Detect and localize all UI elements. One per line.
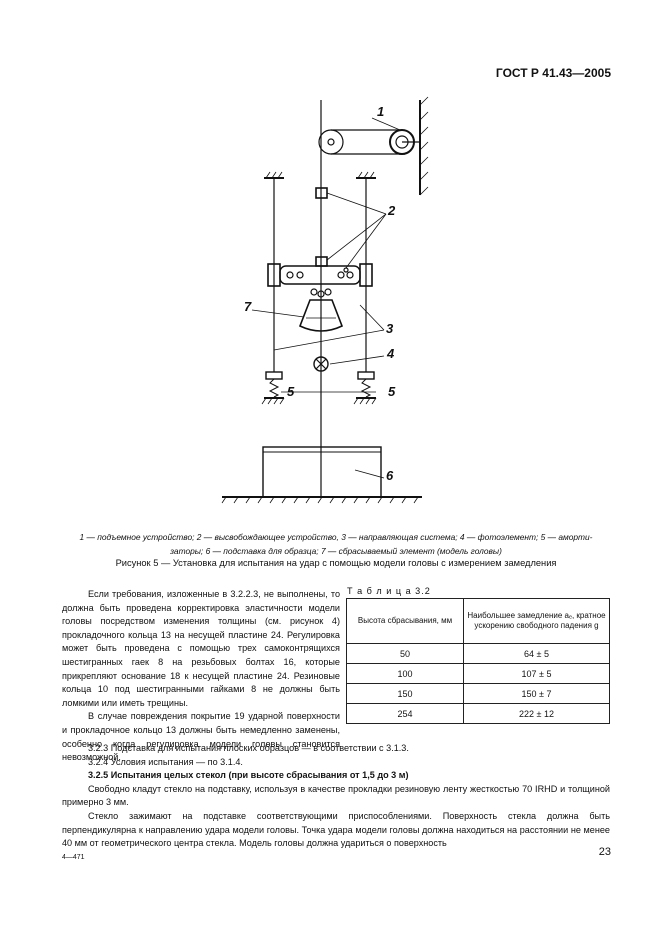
label-1: 1 <box>377 104 384 119</box>
section-body: 3.2.3 Подставка для испытания плоских об… <box>62 742 610 851</box>
table-header-row: Высота сбрасывания, мм Наибольшее замедл… <box>346 598 610 644</box>
legend-line-2: заторы; 6 — подставка для образца; 7 — с… <box>170 546 502 556</box>
paragraph-clamping: Стекло зажимают на подставке соответству… <box>62 810 610 849</box>
table-row: 150 150 ± 7 <box>346 683 610 704</box>
footer-code: 4—471 <box>62 854 85 861</box>
label-7: 7 <box>244 299 252 314</box>
table-row: 100 107 ± 5 <box>346 663 610 684</box>
label-3: 3 <box>386 321 394 336</box>
cell-height: 100 <box>346 663 464 684</box>
cell-height: 150 <box>346 683 464 704</box>
label-4: 4 <box>386 346 395 361</box>
label-5-right: 5 <box>388 384 396 399</box>
label-6: 6 <box>386 468 394 483</box>
section-3-2-3: 3.2.3 Подставка для испытания плоских об… <box>88 743 409 753</box>
label-2: 2 <box>387 203 396 218</box>
document-id: ГОСТ Р 41.43—2005 <box>495 66 611 80</box>
paragraph-placement: Свободно кладут стекло на подставку, исп… <box>62 783 610 808</box>
table-row: 50 64 ± 5 <box>346 643 610 664</box>
paragraph-elasticity: Если требования, изложенные в 3.2.2.3, н… <box>62 589 340 708</box>
cell-decel: 107 ± 5 <box>463 663 610 684</box>
cell-decel: 64 ± 5 <box>463 643 610 664</box>
col-decel-header: Наибольшее замедление aₑ, кратное ускоре… <box>463 598 610 644</box>
page-number: 23 <box>598 846 611 858</box>
cell-height: 50 <box>346 643 464 664</box>
section-3-2-5-heading: 3.2.5 Испытания целых стекол (при высоте… <box>88 770 409 781</box>
label-5-left: 5 <box>287 384 295 399</box>
cell-decel: 150 ± 7 <box>463 683 610 704</box>
section-3-2-4: 3.2.4 Условия испытания — по 3.1.4. <box>88 756 243 767</box>
legend-line-1: 1 — подъемное устройство; 2 — высвобожда… <box>79 532 593 542</box>
col-height-header: Высота сбрасывания, мм <box>346 598 464 644</box>
paragraph-damage: В случае повреждения покрытие 19 ударной… <box>62 711 340 763</box>
deceleration-table: Высота сбрасывания, мм Наибольшее замедл… <box>346 598 610 724</box>
cell-height: 254 <box>346 703 464 724</box>
figure-legend: 1 — подъемное устройство; 2 — высвобожда… <box>62 530 610 558</box>
left-column-text: Если требования, изложенные в 3.2.2.3, н… <box>62 588 340 765</box>
cell-decel: 222 ± 12 <box>463 703 610 724</box>
table-row: 254 222 ± 12 <box>346 703 610 724</box>
figure-caption: Рисунок 5 — Установка для испытания на у… <box>115 558 557 568</box>
test-rig-figure: 1 2 3 4 5 5 6 7 <box>221 96 429 504</box>
table-title: Т а б л и ц а 3.2 <box>347 586 431 596</box>
